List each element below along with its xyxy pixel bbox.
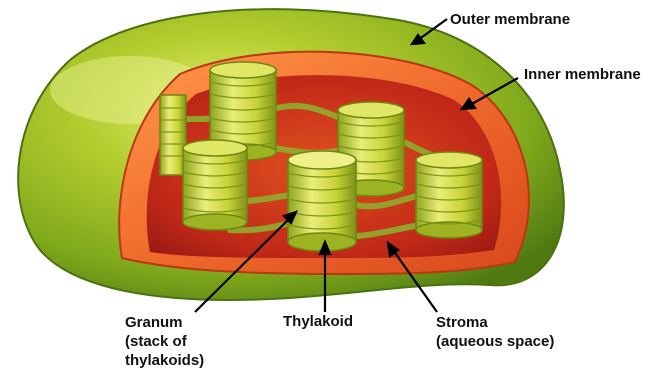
granum-front-center [288,151,356,251]
stroma-label-line2: (aqueous space) [436,333,554,350]
granum-left [183,140,247,230]
granum-label-line3: thylakoids) [125,352,204,369]
thylakoid-label: Thylakoid [283,313,353,330]
granum-back-left [160,95,186,175]
outer-membrane-label: Outer membrane [450,11,570,28]
granum-label-line2: (stack of [125,333,188,350]
granum-label: Granum [125,314,183,331]
stroma-label: Stroma [436,314,488,331]
inner-membrane-label: Inner membrane [524,66,641,83]
granum-right [416,152,482,238]
